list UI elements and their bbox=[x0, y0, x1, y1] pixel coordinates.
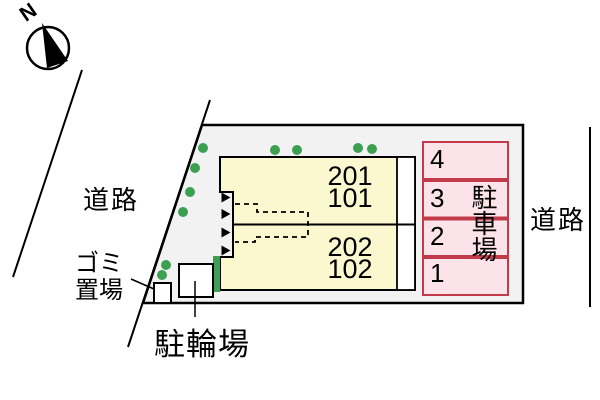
tree-dot bbox=[292, 145, 302, 155]
tree-dot bbox=[161, 260, 171, 270]
entrance-triangle-icon bbox=[221, 209, 231, 219]
bicycle-label: 駐輪場 bbox=[154, 327, 250, 362]
tree-dot bbox=[367, 144, 377, 154]
hedge-strip bbox=[213, 256, 220, 292]
parking-stall-label: 3 bbox=[430, 183, 445, 213]
bicycle-parking-box bbox=[178, 263, 214, 298]
parking-stall bbox=[422, 180, 509, 219]
compass-north-icon bbox=[25, 23, 71, 71]
parking-stall-label: 4 bbox=[430, 144, 445, 174]
unit-lower-label: 202 102 bbox=[327, 232, 373, 284]
entrance-triangle-icon bbox=[221, 245, 231, 256]
garbage-box bbox=[153, 282, 172, 304]
road-left-line bbox=[12, 69, 83, 278]
parking-stall bbox=[422, 257, 509, 296]
parking-stall bbox=[422, 218, 509, 257]
tree-dot bbox=[185, 187, 195, 197]
tree-dot bbox=[353, 143, 363, 153]
tree-dot bbox=[198, 143, 208, 153]
tree-dot bbox=[178, 207, 188, 217]
entrance-triangle-icon bbox=[221, 192, 231, 203]
tree-dot bbox=[190, 163, 200, 173]
garbage-label: ゴミ 置場 bbox=[75, 250, 123, 304]
tree-dot bbox=[157, 270, 167, 280]
approach-dashed-path bbox=[235, 203, 309, 243]
entrance-triangle-icon bbox=[221, 227, 231, 238]
garbage-leader-line bbox=[130, 278, 155, 290]
tree-dot bbox=[270, 145, 280, 155]
unit-upper-label: 201 101 bbox=[327, 161, 373, 213]
parking-area-label: 駐車場 bbox=[468, 184, 498, 262]
parking-stall bbox=[422, 141, 509, 180]
road-left-label: 道路 bbox=[83, 185, 140, 215]
road-right-label: 道路 bbox=[530, 205, 587, 235]
parking-stall-label: 2 bbox=[430, 221, 445, 251]
boundary-line bbox=[127, 99, 211, 348]
parking-stall-label: 1 bbox=[430, 258, 445, 288]
